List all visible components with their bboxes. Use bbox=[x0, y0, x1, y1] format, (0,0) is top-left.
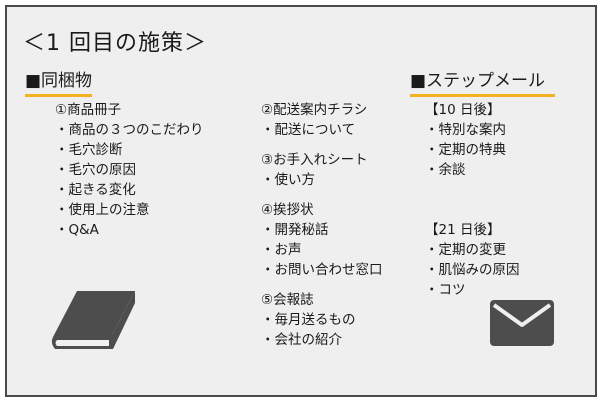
section-heading-enclosure: ■同梱物 bbox=[25, 71, 93, 97]
list-item: ④挨拶状 bbox=[261, 202, 314, 218]
section-heading-step-mail: ■ステップメール bbox=[410, 71, 556, 97]
heading-underline bbox=[25, 94, 93, 97]
content-card: ＜1 回目の施策＞ ■同梱物 ■ステップメール ①商品冊子 ・商品の３つのこだわ… bbox=[5, 5, 597, 397]
list-item: ・特別な案内 bbox=[425, 122, 506, 138]
list-item: ・毛穴診断 bbox=[55, 142, 123, 158]
list-item: ⑤会報誌 bbox=[261, 292, 314, 308]
list-item: ・コツ bbox=[425, 282, 466, 298]
list-item: ・肌悩みの原因 bbox=[425, 262, 520, 278]
page-title: ＜1 回目の施策＞ bbox=[23, 31, 207, 56]
list-item: ・定期の変更 bbox=[425, 242, 506, 258]
mail-icon bbox=[490, 300, 554, 346]
list-item: ・Q&A bbox=[55, 222, 99, 238]
list-item: ・起きる変化 bbox=[55, 182, 136, 198]
list-item: ・お声 bbox=[261, 242, 302, 258]
list-item: 【21 日後】 bbox=[425, 222, 501, 238]
step-mail-list: 【10 日後】 ・特別な案内 ・定期の特典 ・余談 【21 日後】 ・定期の変更… bbox=[425, 100, 520, 300]
list-item: ・毛穴の原因 bbox=[55, 162, 136, 178]
list-item: ①商品冊子 bbox=[55, 102, 122, 118]
list-item: ②配送案内チラシ bbox=[261, 102, 368, 118]
list-item: ・商品の３つのこだわり bbox=[55, 122, 204, 138]
section-heading-step-mail-label: ■ステップメール bbox=[410, 71, 546, 91]
list-item: ・会社の紹介 bbox=[261, 332, 342, 348]
list-item: ③お手入れシート bbox=[261, 152, 368, 168]
list-item: ・余談 bbox=[425, 162, 466, 178]
enclosure-list-column-1: ①商品冊子 ・商品の３つのこだわり ・毛穴診断 ・毛穴の原因 ・起きる変化 ・使… bbox=[55, 100, 204, 240]
list-item: ・配送について bbox=[261, 122, 356, 138]
list-item: 【10 日後】 bbox=[425, 102, 501, 118]
list-item: ・定期の特典 bbox=[425, 142, 506, 158]
list-item: ・使用上の注意 bbox=[55, 202, 150, 218]
list-item: ・毎月送るもの bbox=[261, 312, 356, 328]
book-icon bbox=[51, 291, 135, 349]
list-item: ・開発秘話 bbox=[261, 222, 329, 238]
heading-underline bbox=[410, 94, 556, 97]
list-item: ・使い方 bbox=[261, 172, 315, 188]
section-heading-enclosure-label: ■同梱物 bbox=[25, 71, 93, 91]
enclosure-list-column-2: ②配送案内チラシ ・配送について ③お手入れシート ・使い方 ④挨拶状 ・開発秘… bbox=[261, 100, 383, 350]
list-item: ・お問い合わせ窓口 bbox=[261, 262, 383, 278]
